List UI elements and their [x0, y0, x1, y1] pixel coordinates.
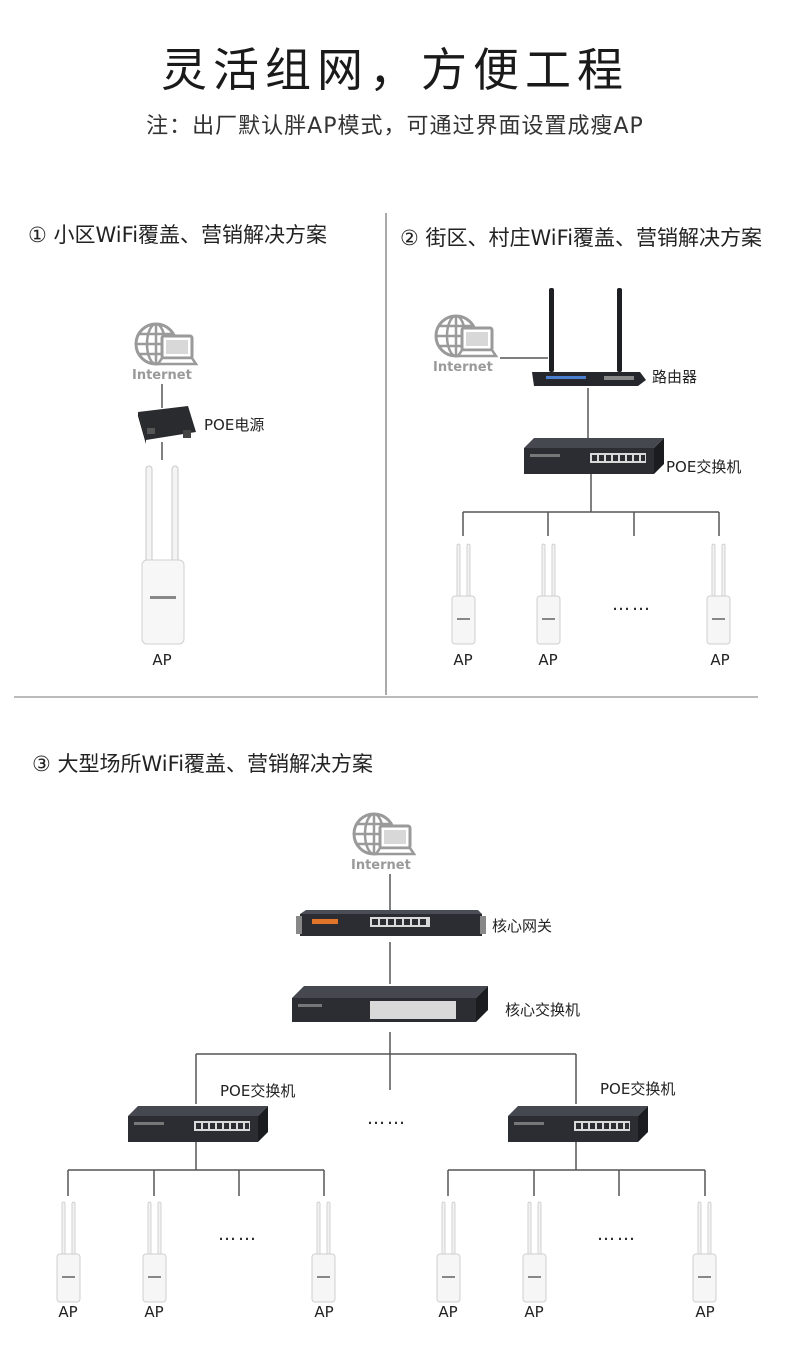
- page-title: 灵活组网，方便工程: [161, 43, 629, 97]
- core-switch-device: [292, 986, 488, 1022]
- internet-globe-icon: [134, 322, 198, 366]
- section-2-diagram: [434, 288, 731, 645]
- ap-label: AP: [524, 1303, 544, 1321]
- internet-label: Internet: [351, 858, 411, 873]
- poe-power-adapter: [138, 406, 196, 444]
- ap-icon: [56, 1201, 81, 1303]
- ap-label: AP: [438, 1303, 458, 1321]
- ap-large: [141, 465, 185, 645]
- poe-switch-device: [508, 1106, 648, 1142]
- internet-label: Internet: [433, 360, 493, 375]
- router-device: [532, 288, 646, 386]
- ap-label: AP: [453, 651, 473, 669]
- core-gateway-device: [296, 910, 486, 936]
- ap-icon: [142, 1201, 167, 1303]
- ap-icon: [706, 543, 731, 645]
- ellipsis: ……: [597, 1224, 637, 1245]
- ap-label: AP: [314, 1303, 334, 1321]
- ap-label: AP: [710, 651, 730, 669]
- internet-label: Internet: [132, 368, 192, 383]
- section-1-title: ① 小区WiFi覆盖、营销解决方案: [28, 223, 328, 247]
- poe-switch-label: POE交换机: [600, 1080, 676, 1098]
- poe-switch-device: [128, 1106, 268, 1142]
- ellipsis: ……: [612, 594, 652, 615]
- ap-icon: [692, 1201, 717, 1303]
- poe-switch-label: POE交换机: [666, 458, 742, 476]
- section-1-diagram: [134, 322, 198, 645]
- ellipsis: ……: [218, 1224, 258, 1245]
- ap-icon: [522, 1201, 547, 1303]
- ap-label: AP: [58, 1303, 78, 1321]
- section-2-title: ② 街区、村庄WiFi覆盖、营销解决方案: [400, 226, 763, 250]
- ap-icon: [451, 543, 476, 645]
- internet-globe-icon: [434, 314, 498, 358]
- ap-label: AP: [538, 651, 558, 669]
- internet-globe-icon: [352, 812, 416, 856]
- ap-label: AP: [152, 651, 172, 669]
- poe-switch-device: [524, 438, 664, 474]
- ap-icon: [311, 1201, 336, 1303]
- core-gateway-label: 核心网关: [492, 917, 553, 935]
- router-label: 路由器: [652, 368, 698, 386]
- ellipsis: ……: [367, 1108, 407, 1129]
- section-3-title: ③ 大型场所WiFi覆盖、营销解决方案: [32, 752, 374, 776]
- page-subtitle: 注：出厂默认胖AP模式，可通过界面设置成瘦AP: [146, 114, 644, 139]
- ap-label: AP: [144, 1303, 164, 1321]
- core-switch-label: 核心交换机: [505, 1001, 581, 1019]
- ap-icon: [436, 1201, 461, 1303]
- poe-switch-label: POE交换机: [220, 1082, 296, 1100]
- poe-power-label: POE电源: [204, 416, 265, 434]
- ap-icon: [536, 543, 561, 645]
- section-3-diagram: [56, 812, 717, 1303]
- ap-label: AP: [695, 1303, 715, 1321]
